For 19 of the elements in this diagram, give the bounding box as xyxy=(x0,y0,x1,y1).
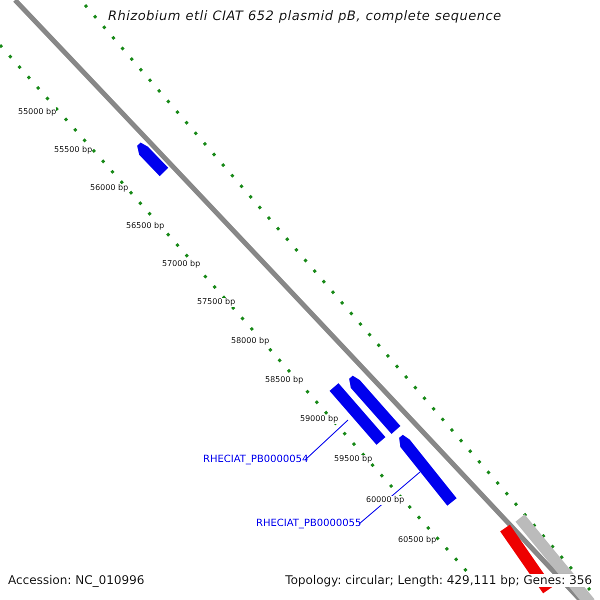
scale-label: 57000 bp xyxy=(162,260,200,269)
scale-label: 56500 bp xyxy=(126,222,164,231)
leader-line xyxy=(304,420,348,460)
scale-label: 56000 bp xyxy=(90,184,128,193)
scale-label: 57500 bp xyxy=(197,298,236,307)
scale-label: 59000 bp xyxy=(300,415,338,424)
gene-label: RHECIAT_PB0000055 xyxy=(256,518,362,529)
gene-arrow xyxy=(330,383,386,445)
footer-text: Topology: circular; Length: 429,111 bp; Genes: 356 xyxy=(285,574,592,588)
scale-label: 59500 bp xyxy=(334,455,372,464)
diagram-title: Rhizobium etli CIAT 652 plasmid pB, complete sequence xyxy=(108,10,502,24)
scale-label: 60500 bp xyxy=(398,536,436,545)
scale-label: 58000 bp xyxy=(231,337,270,346)
footer-text: Accession: NC_010996 xyxy=(8,574,144,588)
scale-label: 58500 bp xyxy=(265,376,304,385)
gene-label: RHECIAT_PB0000054 xyxy=(203,454,308,465)
scale-label: 55000 bp xyxy=(18,108,56,117)
scale-label: 55500 bp xyxy=(54,146,92,155)
scale-label: 60000 bp xyxy=(366,496,404,505)
